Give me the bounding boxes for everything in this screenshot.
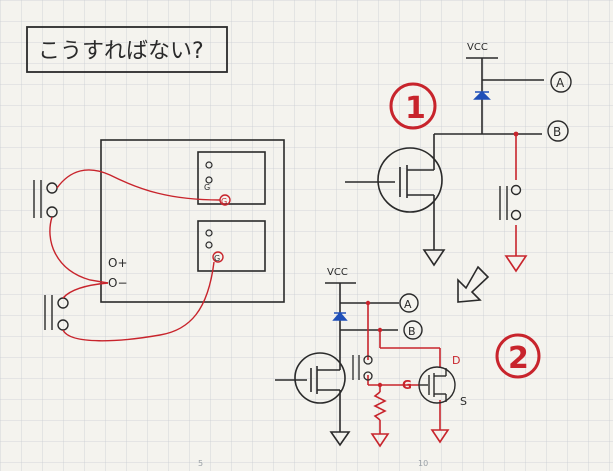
schematic-2-switch	[352, 355, 373, 381]
title-box	[26, 26, 228, 73]
schematic-2-fet-red	[418, 366, 456, 404]
relay-pin-circles	[205, 161, 213, 249]
schematic-1-junction	[513, 131, 519, 137]
schematic-2-junction-a	[365, 300, 371, 306]
schematic-1-diode	[473, 90, 491, 100]
marker-1-circle	[389, 82, 437, 130]
marker-1-label: 1	[405, 91, 426, 126]
node-b-1-label: B	[553, 125, 561, 139]
grid-number-10: 10	[418, 459, 428, 468]
node-a-2-label: A	[404, 298, 412, 311]
node-b-1-circle	[547, 120, 569, 142]
fet-pin-s: S	[460, 395, 467, 408]
fet-pin-g: G	[402, 378, 412, 392]
title-text: こうすればない?	[38, 39, 204, 64]
node-b-2-circle	[403, 320, 423, 340]
schematic-1-red-branch	[504, 134, 528, 273]
marker-2-circle	[495, 333, 541, 379]
schematic-1-lines	[345, 57, 544, 267]
schematic-1-switch	[499, 184, 522, 221]
node-b-2-label: B	[408, 325, 416, 338]
schematic-2-red-wires	[367, 303, 450, 448]
left-switch-bottom	[44, 295, 69, 331]
schematic-2-junction-c	[377, 382, 383, 388]
transition-arrow	[457, 265, 490, 303]
terminal-minus-label: O−	[108, 276, 128, 290]
left-red-wires	[49, 169, 221, 342]
relay2-g-pin	[212, 251, 224, 263]
relay-label-g1: G	[204, 183, 210, 192]
node-a-1-circle	[550, 71, 572, 93]
node-a-2-circle	[399, 293, 419, 313]
vcc-label-1: VCC	[467, 42, 488, 53]
schematic-2-junction-b	[377, 327, 383, 333]
terminal-plus-label: O+	[108, 256, 128, 270]
node-a-1-label: A	[556, 76, 565, 90]
marker-2-label: 2	[508, 341, 529, 376]
schematic-2-diode	[332, 311, 348, 321]
relay-label-g3: G	[214, 254, 220, 263]
fet-pin-d: D	[452, 354, 460, 367]
vcc-label-2: VCC	[327, 267, 348, 278]
relay-label-g2: G	[221, 197, 227, 206]
relay-board	[100, 139, 285, 303]
grid-number-5: 5	[198, 459, 203, 468]
